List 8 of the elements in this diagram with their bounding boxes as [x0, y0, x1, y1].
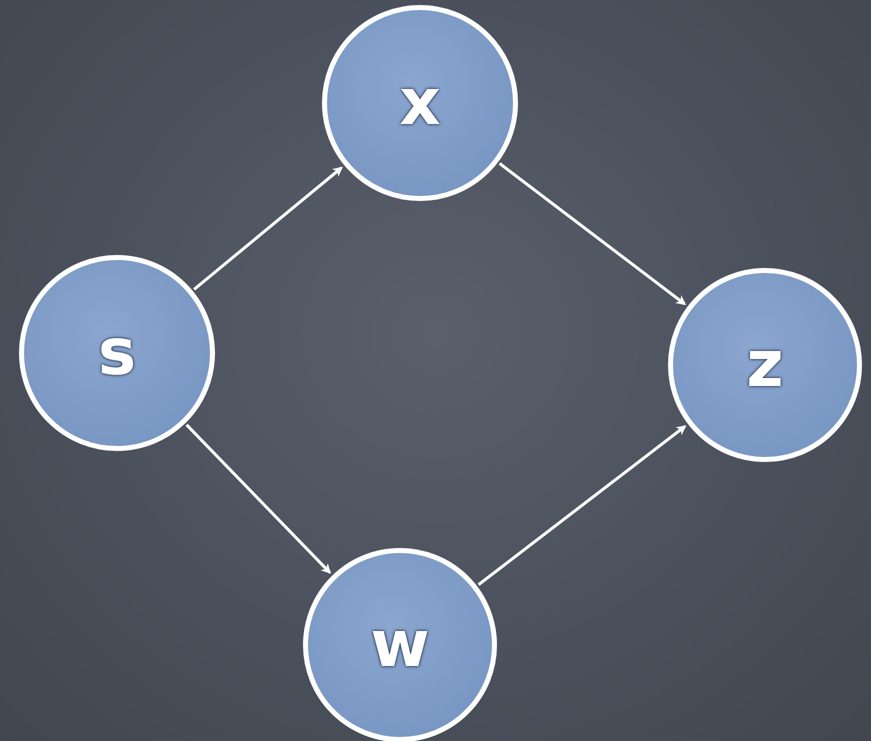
node-label: w — [370, 608, 430, 682]
arrow — [478, 425, 686, 586]
node-label: x — [399, 66, 441, 140]
node-label: s — [98, 316, 136, 390]
arrow — [186, 424, 332, 574]
node-label: z — [746, 328, 784, 402]
arrow — [498, 162, 686, 306]
arrow — [193, 166, 343, 291]
